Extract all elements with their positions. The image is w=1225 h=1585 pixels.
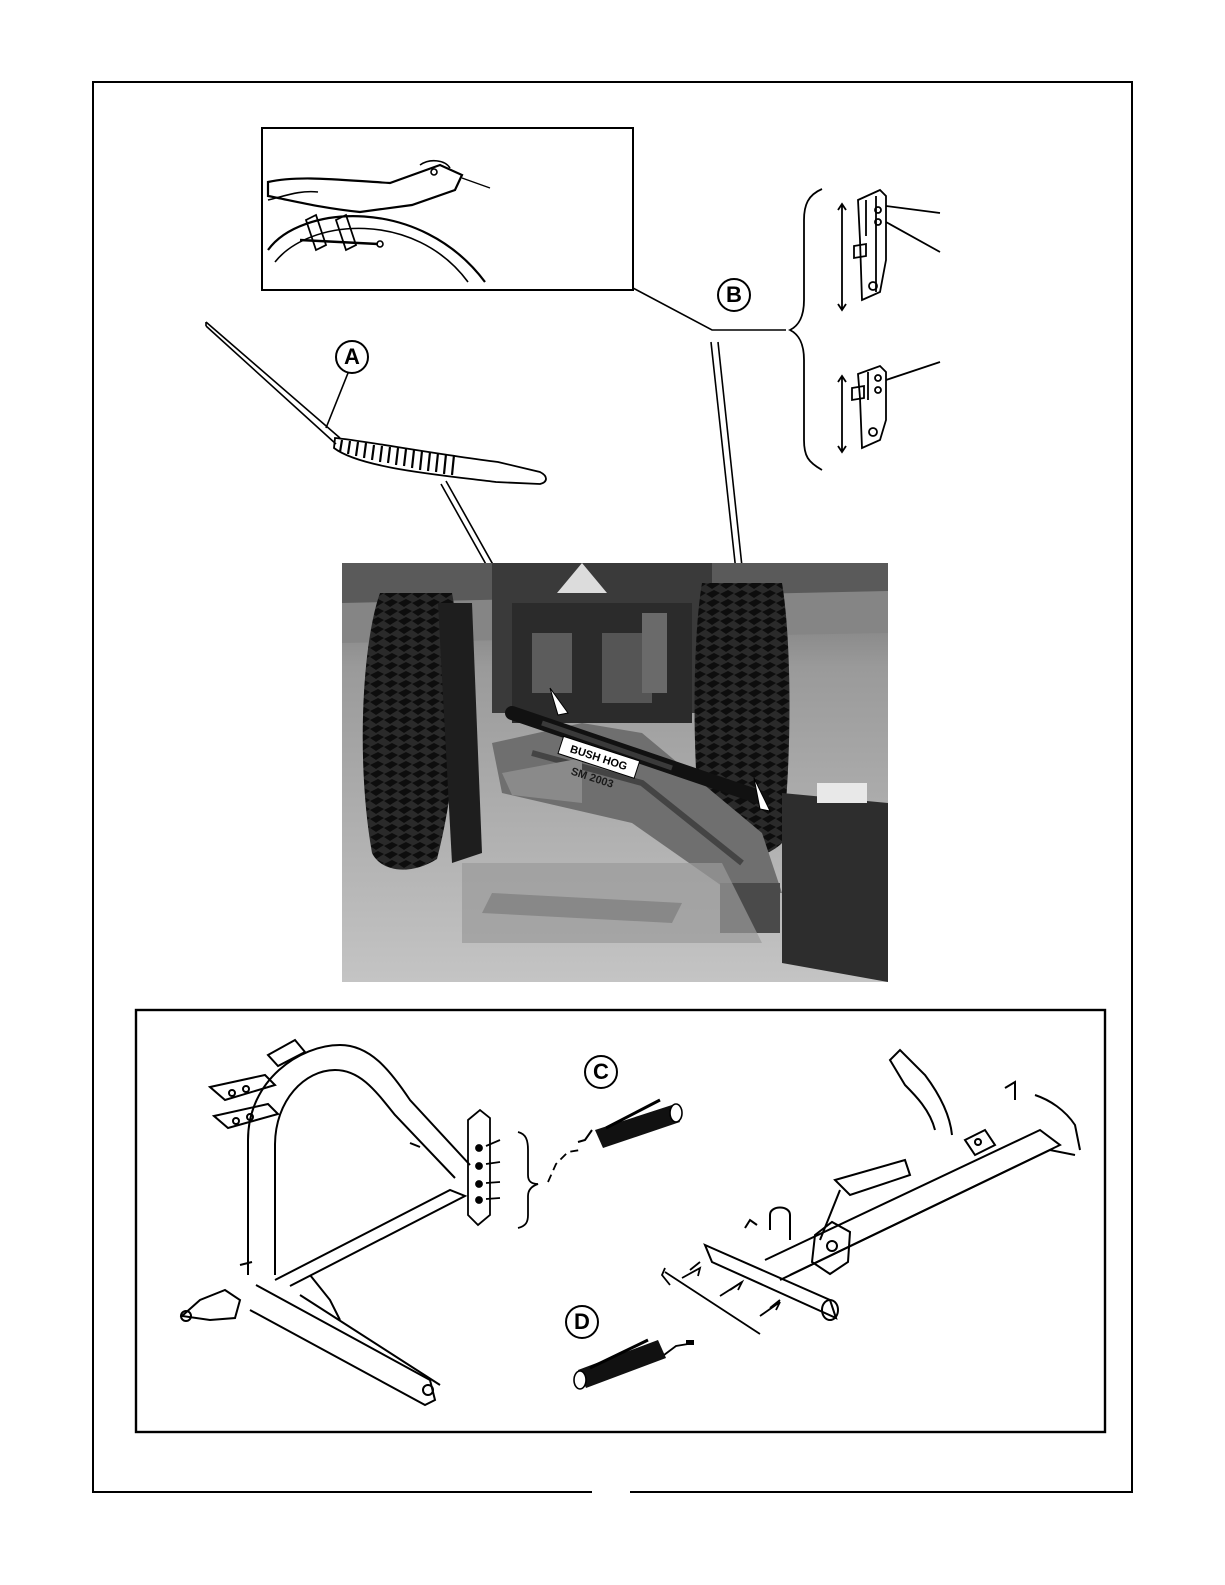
grease-gun-c <box>578 1100 682 1148</box>
grease-points-c <box>468 1110 580 1228</box>
grease-gun-d <box>574 1340 694 1389</box>
callout-c: C <box>584 1055 618 1089</box>
page-number-gap <box>592 1485 630 1499</box>
callout-d: D <box>565 1305 599 1339</box>
a-frame-drawing <box>181 1040 470 1405</box>
main-frame-drawing <box>705 1050 1080 1320</box>
grease-points-d <box>662 1262 780 1355</box>
